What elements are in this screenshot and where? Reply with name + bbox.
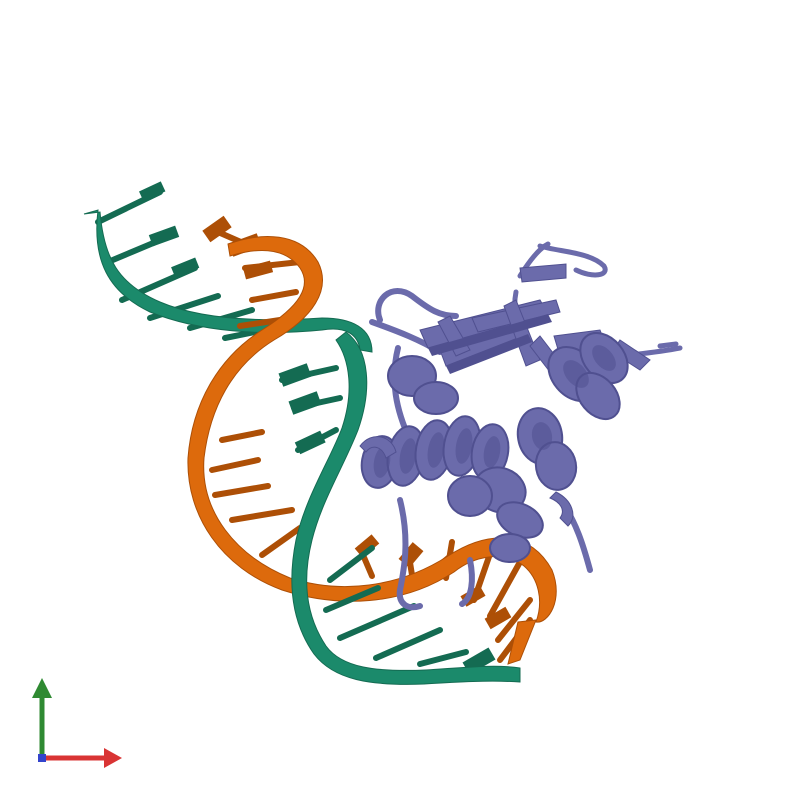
y-axis-arrow-icon (32, 678, 52, 698)
protein-chain (359, 241, 683, 611)
x-axis-arrow-icon (104, 748, 122, 768)
dna-strand-green-lower (278, 331, 521, 685)
dna-strand-green-upper (83, 181, 373, 353)
axis-orientation-icon (32, 678, 122, 768)
z-axis-marker-icon (38, 754, 46, 762)
